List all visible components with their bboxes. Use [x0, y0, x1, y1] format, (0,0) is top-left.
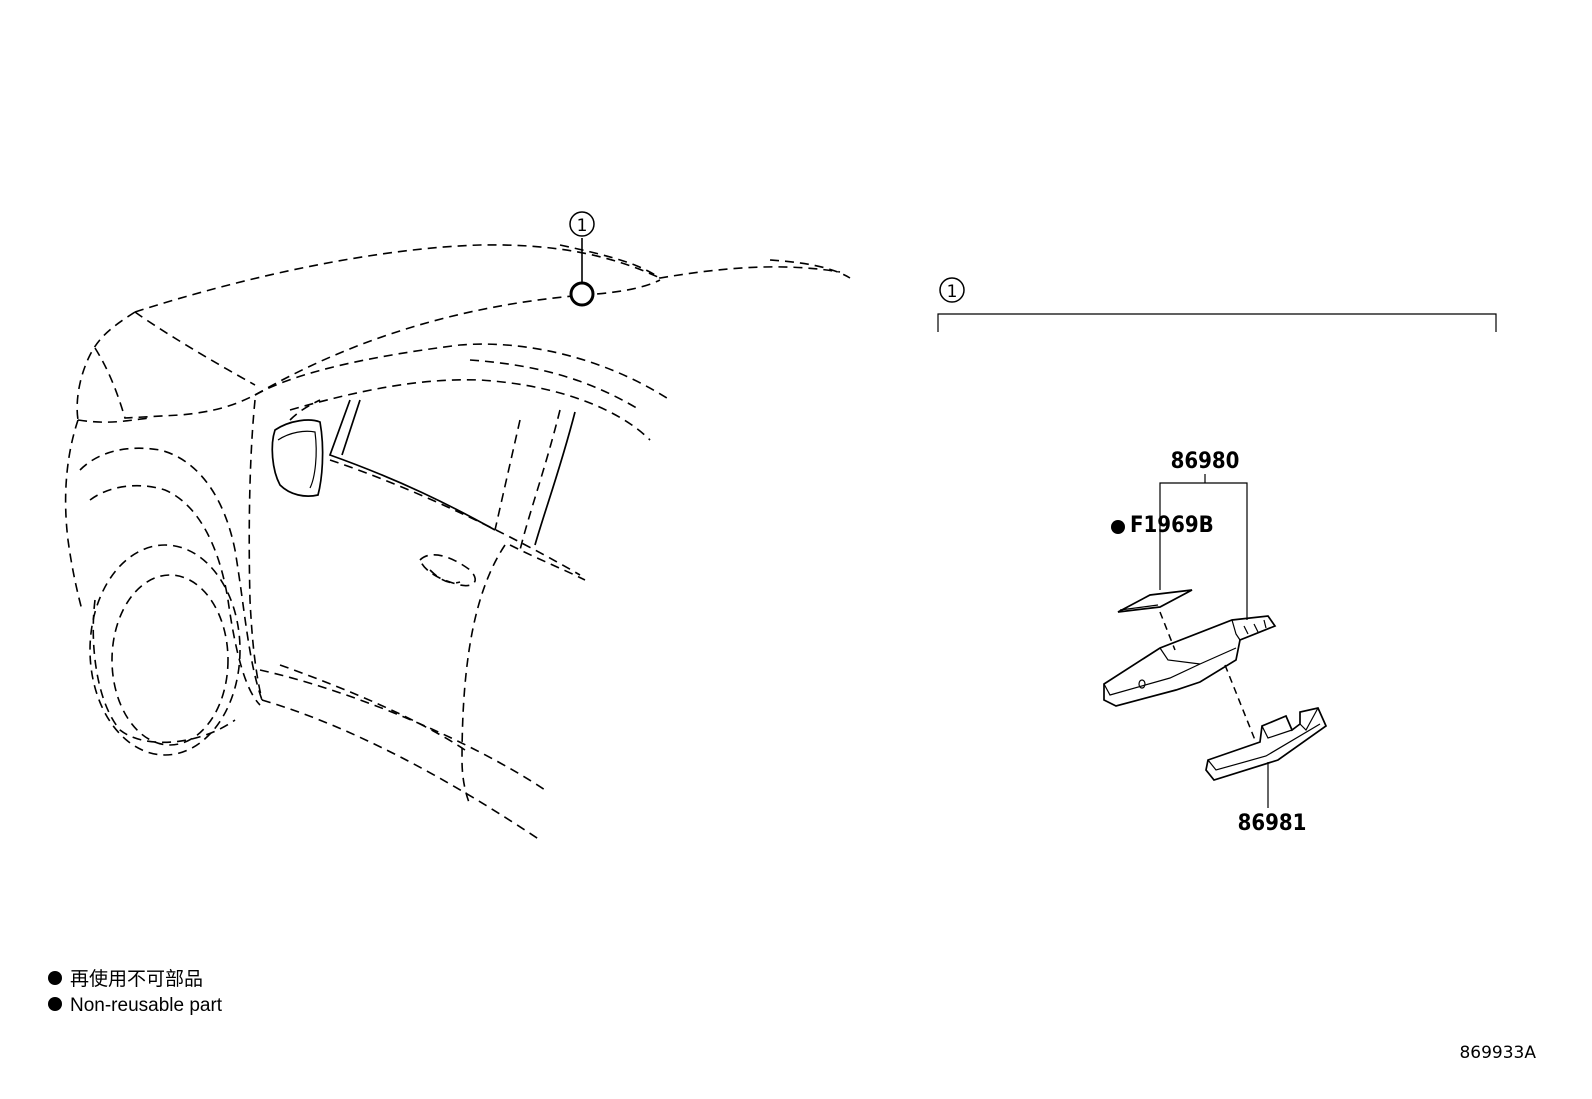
callout-number-detail: 1 [947, 282, 958, 302]
callout-circle-detail [939, 277, 965, 303]
leader-86980 [1159, 474, 1248, 620]
legend-dot-en [48, 997, 62, 1011]
legend-text-en: Non-reusable part [70, 995, 223, 1016]
drawing-id: 869933A [1459, 1043, 1536, 1063]
sensor-location-marker: 1 [569, 211, 595, 307]
part-number-86980: 86980 [1171, 449, 1240, 474]
legend: 再使用不可部品 Non-reusable part [48, 968, 223, 1016]
legend-text-jp: 再使用不可部品 [70, 968, 203, 990]
part-number-86981: 86981 [1238, 811, 1307, 836]
detail-bracket [937, 313, 1497, 332]
vehicle-outline [64, 244, 851, 841]
non-reusable-dot [1111, 520, 1125, 534]
sensor-bracket [1205, 707, 1328, 808]
rain-sensor-body [1103, 615, 1277, 707]
legend-dot-jp [48, 971, 62, 985]
adhesive-pad [1117, 589, 1193, 613]
callout-number-car: 1 [577, 216, 588, 236]
callout-circle-car [569, 211, 595, 237]
detail-view: 1 86980 F1969B [937, 277, 1497, 836]
part-number-F1969B: F1969B [1130, 513, 1214, 538]
